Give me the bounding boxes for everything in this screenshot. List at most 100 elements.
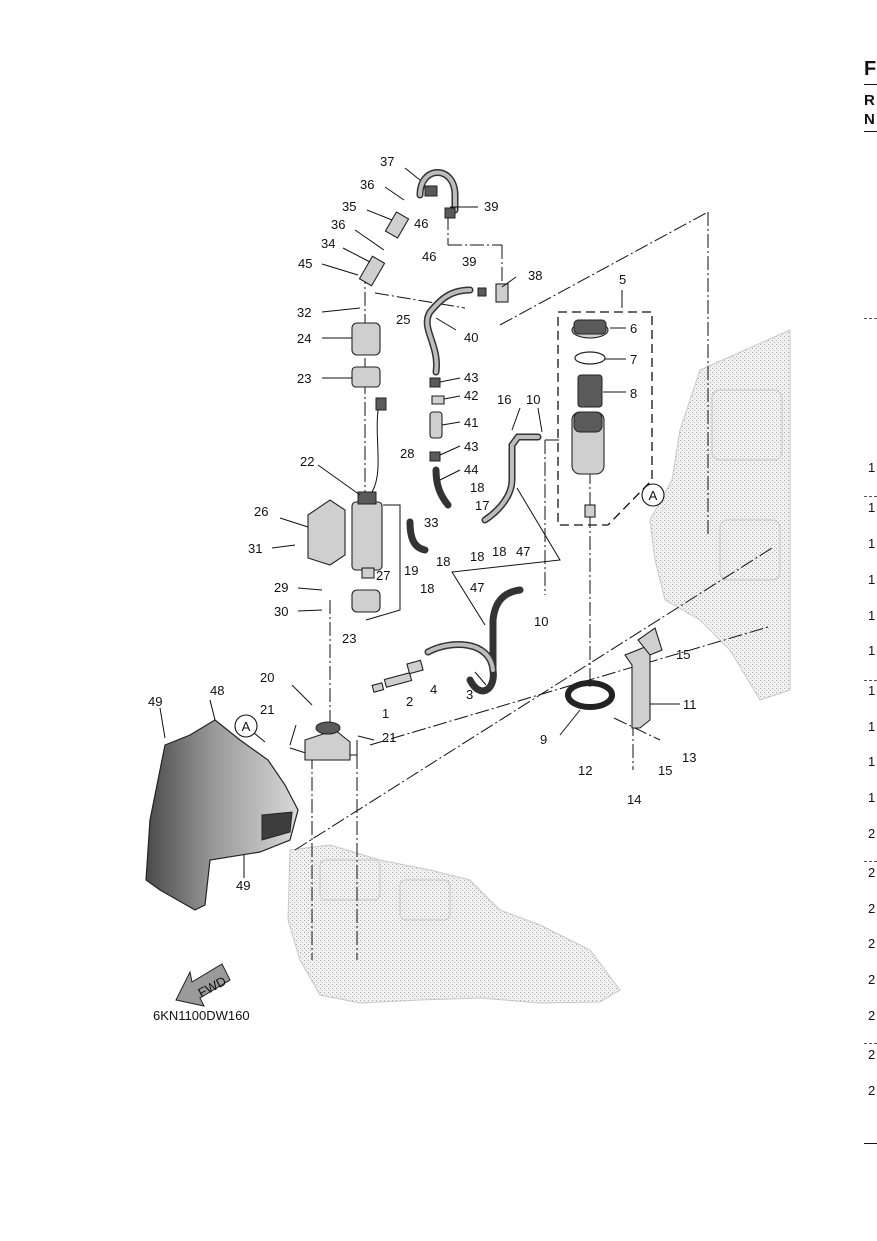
fwd-arrow: FWD <box>175 963 231 1007</box>
part-label-18a: 18 <box>470 480 484 495</box>
part-label-18e: 18 <box>420 581 434 596</box>
lower-cowling-panel <box>145 719 299 911</box>
side-row-12: 2 <box>868 865 876 880</box>
part-label-1: 1 <box>382 706 389 721</box>
part-label-35: 35 <box>342 199 356 214</box>
part-label-10a: 10 <box>526 392 540 407</box>
side-row-18: 2 <box>868 1083 876 1098</box>
view-marker-right: A <box>649 488 658 503</box>
side-row-8: 1 <box>868 719 876 734</box>
part-label-18d: 18 <box>492 544 506 559</box>
side-row-9: 1 <box>868 754 876 769</box>
part-label-47a: 47 <box>470 580 484 595</box>
part-label-21b: 21 <box>382 730 396 745</box>
part-label-10b: 10 <box>534 614 548 629</box>
side-row-15: 2 <box>868 972 876 987</box>
part-label-26: 26 <box>254 504 268 519</box>
part-label-15a: 15 <box>676 647 690 662</box>
part-label-23b: 23 <box>342 631 356 646</box>
part-label-46a: 46 <box>414 216 428 231</box>
part-label-6: 6 <box>630 321 637 336</box>
part-label-24: 24 <box>297 331 311 346</box>
part-label-36a: 36 <box>360 177 374 192</box>
view-marker-left: A <box>242 719 251 734</box>
part-label-38: 38 <box>528 268 542 283</box>
part-label-31: 31 <box>248 541 262 556</box>
part-label-18b: 18 <box>436 554 450 569</box>
part-label-5: 5 <box>619 272 626 287</box>
part-label-9: 9 <box>540 732 547 747</box>
part-label-49a: 49 <box>148 694 162 709</box>
part-label-11: 11 <box>683 697 697 712</box>
part-label-2: 2 <box>406 694 413 709</box>
leader-lines <box>159 167 680 878</box>
part-label-3: 3 <box>466 687 473 702</box>
part-label-12: 12 <box>578 763 592 778</box>
part-label-16: 16 <box>497 392 511 407</box>
pump-bracket <box>307 499 346 566</box>
side-row-4: 1 <box>868 572 876 587</box>
part-label-43a: 43 <box>464 370 478 385</box>
filter-kit-outline <box>557 311 653 526</box>
part-label-23a: 23 <box>297 371 311 386</box>
diagram-code: 6KN1100DW160 <box>153 1008 250 1023</box>
part-label-14: 14 <box>627 792 641 807</box>
side-row-13: 2 <box>868 901 876 916</box>
side-row-11: 2 <box>868 826 876 841</box>
part-label-47b: 47 <box>516 544 530 559</box>
part-label-22: 22 <box>300 454 314 469</box>
part-label-43b: 43 <box>464 439 478 454</box>
fuel-pump <box>351 397 387 579</box>
part-label-40: 40 <box>464 330 478 345</box>
side-row-7: 1 <box>868 683 876 698</box>
part-label-17: 17 <box>475 498 489 513</box>
pump-holder <box>304 729 351 761</box>
filter-bracket <box>624 644 651 729</box>
part-label-46b: 46 <box>422 249 436 264</box>
side-row-1: 1 <box>868 460 876 475</box>
part-label-37: 37 <box>380 154 394 169</box>
part-label-25: 25 <box>396 312 410 327</box>
view-marker-circle-left <box>234 714 258 738</box>
filter-band <box>565 680 615 710</box>
part-label-20: 20 <box>260 670 274 685</box>
part-label-4: 4 <box>430 682 437 697</box>
part-label-34: 34 <box>321 236 335 251</box>
part-label-41: 41 <box>464 415 478 430</box>
side-row-3: 1 <box>868 536 876 551</box>
part-label-27: 27 <box>376 568 390 583</box>
side-row-6: 1 <box>868 643 876 658</box>
part-label-36b: 36 <box>331 217 345 232</box>
side-row-5: 1 <box>868 608 876 623</box>
fuel-filter <box>571 319 609 518</box>
side-header-2: R <box>864 92 875 109</box>
part-label-33: 33 <box>424 515 438 530</box>
view-marker-circle-right <box>641 483 665 507</box>
side-row-10: 1 <box>868 790 876 805</box>
part-label-39b: 39 <box>462 254 476 269</box>
part-labels: 1 2 3 4 5 6 7 8 9 10 10 11 12 13 14 15 1… <box>148 154 697 893</box>
part-label-7: 7 <box>630 352 637 367</box>
side-row-14: 2 <box>868 936 876 951</box>
part-label-8: 8 <box>630 386 637 401</box>
side-row-17: 2 <box>868 1047 876 1062</box>
part-label-28: 28 <box>400 446 414 461</box>
engine-ghost <box>287 329 791 1004</box>
part-label-18c: 18 <box>470 549 484 564</box>
side-header-3: N <box>864 111 875 128</box>
damper-mid <box>351 366 381 388</box>
part-label-39a: 39 <box>484 199 498 214</box>
part-label-48: 48 <box>210 683 224 698</box>
part-label-13: 13 <box>682 750 696 765</box>
part-label-15b: 15 <box>658 763 672 778</box>
part-label-49b: 49 <box>236 878 250 893</box>
damper-lower <box>351 589 381 613</box>
part-label-44: 44 <box>464 462 478 477</box>
damper-upper <box>351 322 381 356</box>
part-label-42: 42 <box>464 388 478 403</box>
side-header-1: F <box>864 58 877 80</box>
part-label-29: 29 <box>274 580 288 595</box>
part-label-30: 30 <box>274 604 288 619</box>
side-row-16: 2 <box>868 1008 876 1023</box>
